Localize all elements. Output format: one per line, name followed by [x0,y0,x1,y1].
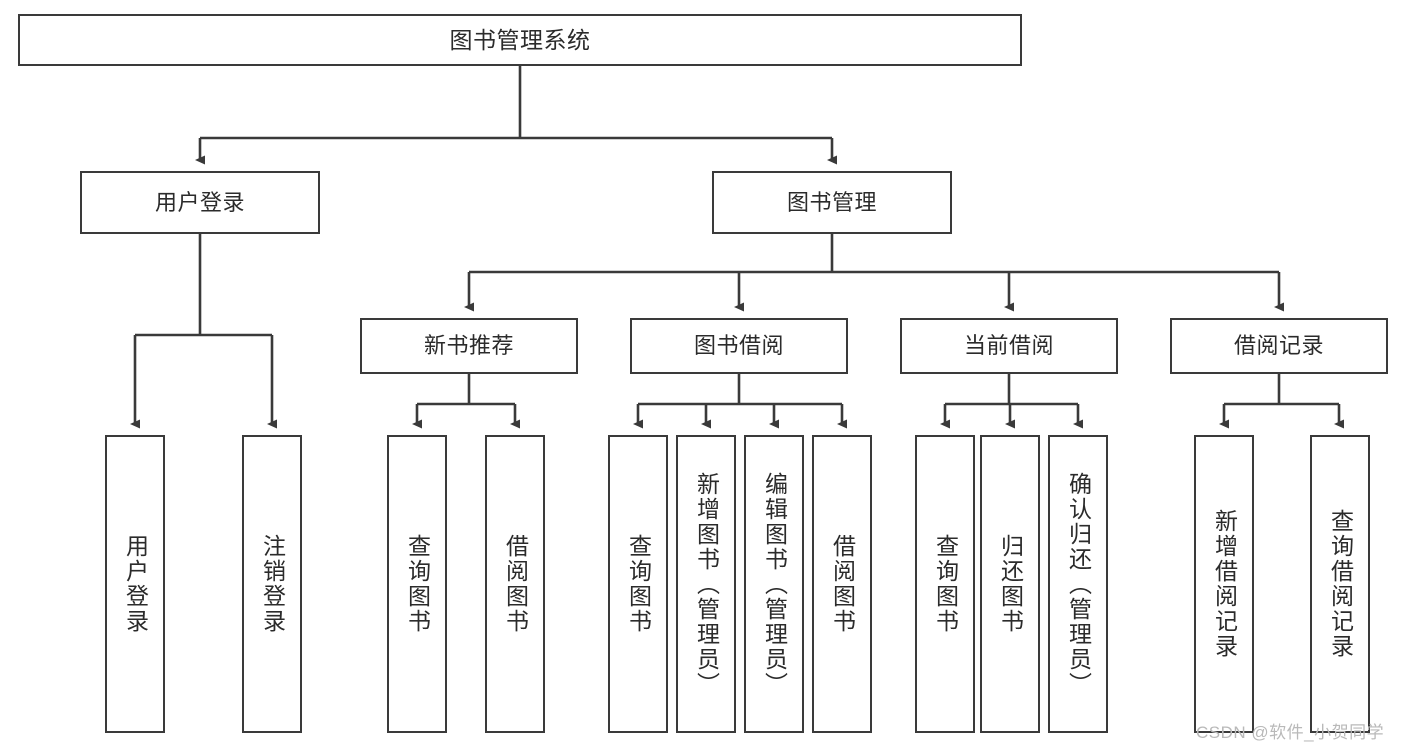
leaf-records-add-record[interactable]: 新增借阅记录 [1194,435,1254,733]
node-current-borrow[interactable]: 当前借阅 [900,318,1118,374]
leaf-recommend-query-book[interactable]: 查询图书 [387,435,447,733]
node-user-login[interactable]: 用户登录 [80,171,320,234]
node-label: 当前借阅 [963,333,1054,359]
node-borrow-records[interactable]: 借阅记录 [1170,318,1388,374]
node-label: 新书推荐 [423,333,514,359]
node-label: 图书借阅 [693,333,784,359]
node-label: 图书管理 [786,189,877,215]
node-label: 查询图书 [404,534,431,634]
node-label: 新增借阅记录 [1211,509,1238,659]
leaf-current-query-book[interactable]: 查询图书 [915,435,975,733]
leaf-borrow-add-book-admin[interactable]: 新增图书（管理员） [676,435,736,733]
node-label: 新增图书（管理员） [693,471,720,697]
leaf-borrow-query-book[interactable]: 查询图书 [608,435,668,733]
node-label: 归还图书 [997,534,1024,634]
node-label: 查询图书 [625,534,652,634]
leaf-recommend-borrow-book[interactable]: 借阅图书 [485,435,545,733]
leaf-logout[interactable]: 注销登录 [242,435,302,733]
node-label: 查询借阅记录 [1327,509,1354,659]
node-new-book-recommend[interactable]: 新书推荐 [360,318,578,374]
leaf-current-return-book[interactable]: 归还图书 [980,435,1040,733]
leaf-borrow-edit-book-admin[interactable]: 编辑图书（管理员） [744,435,804,733]
node-root-book-management-system[interactable]: 图书管理系统 [18,14,1022,66]
leaf-records-query-record[interactable]: 查询借阅记录 [1310,435,1370,733]
node-label: 确认归还（管理员） [1065,471,1092,697]
node-book-management[interactable]: 图书管理 [712,171,952,234]
leaf-borrow-borrow-book[interactable]: 借阅图书 [812,435,872,733]
node-label: 用户登录 [122,534,149,634]
node-label: 查询图书 [932,534,959,634]
node-label: 图书管理系统 [449,26,591,53]
node-label: 用户登录 [154,189,245,215]
node-label: 编辑图书（管理员） [761,471,788,697]
node-label: 借阅图书 [829,534,856,634]
node-label: 借阅图书 [502,534,529,634]
node-label: 注销登录 [259,534,286,634]
node-book-borrow[interactable]: 图书借阅 [630,318,848,374]
leaf-user-login[interactable]: 用户登录 [105,435,165,733]
leaf-current-confirm-return-admin[interactable]: 确认归还（管理员） [1048,435,1108,733]
node-label: 借阅记录 [1233,333,1324,359]
watermark-text: CSDN @软件_小贺同学 [1196,723,1385,742]
